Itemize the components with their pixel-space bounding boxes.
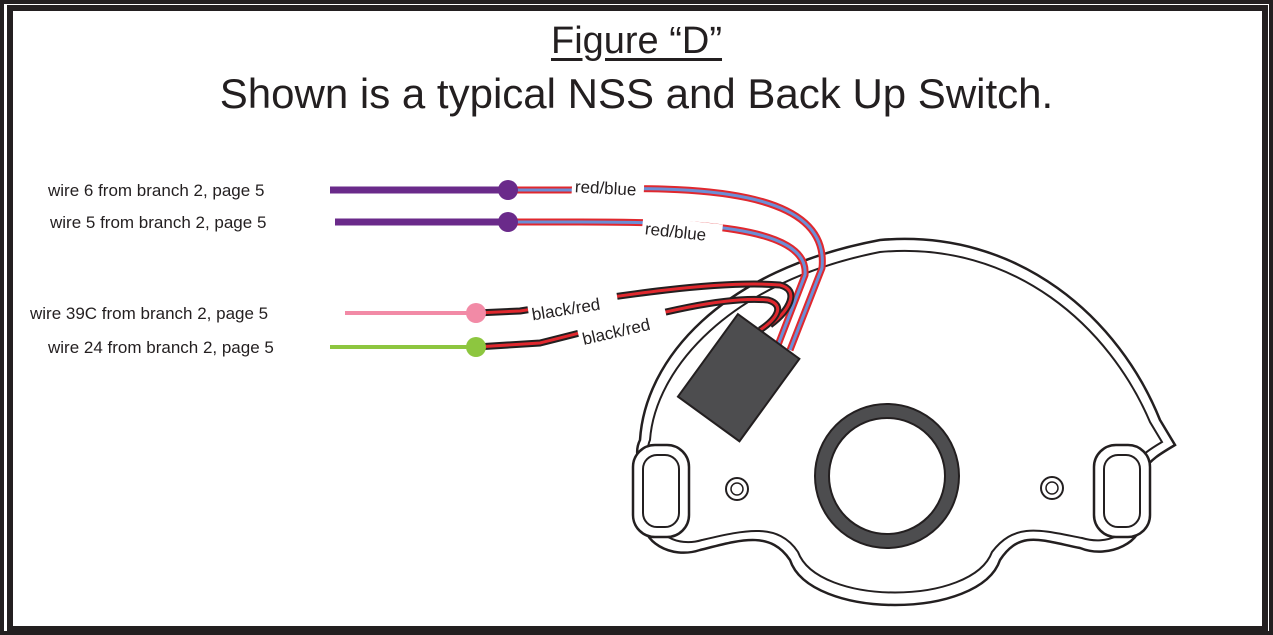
inner-border: [7, 5, 1268, 632]
switch-body-inner-outline: [646, 249, 1164, 594]
right-mount-slot-inner: [1103, 454, 1141, 528]
right-pin-hole-inner: [1045, 481, 1059, 495]
connector-block: [676, 312, 801, 443]
wire-5-splice: [498, 212, 518, 232]
neutral-safety-switch: [631, 237, 1177, 607]
wire-39c-color-label: black/red: [530, 295, 601, 325]
left-pin-hole-inner: [730, 482, 744, 496]
wire-5-red-blue-stripe: [508, 220, 807, 346]
wire-24-splice: [466, 337, 486, 357]
color-label-bg: [571, 174, 645, 200]
wire-5-harness: [335, 212, 809, 347]
color-label-bg: [576, 307, 670, 350]
wire-6-color-label: red/blue: [574, 177, 636, 199]
figure-subtitle: Shown is a typical NSS and Back Up Switc…: [219, 70, 1054, 117]
color-label-bg: [526, 288, 620, 325]
wire-39c-label: wire 39C from branch 2, page 5: [29, 304, 268, 323]
left-mount-slot-inner: [642, 454, 680, 528]
figure-title: Figure “D”: [550, 20, 723, 62]
wire-5-label: wire 5 from branch 2, page 5: [49, 213, 266, 232]
wire-24-label: wire 24 from branch 2, page 5: [47, 338, 274, 357]
wire-6-label: wire 6 from branch 2, page 5: [47, 181, 264, 200]
color-label-group: red/blue red/blue black/red black/red: [526, 174, 723, 350]
wire-39c-splice: [466, 303, 486, 323]
wire-6-splice: [498, 180, 518, 200]
color-label-bg: [641, 216, 723, 247]
shaft-hole: [828, 417, 946, 535]
